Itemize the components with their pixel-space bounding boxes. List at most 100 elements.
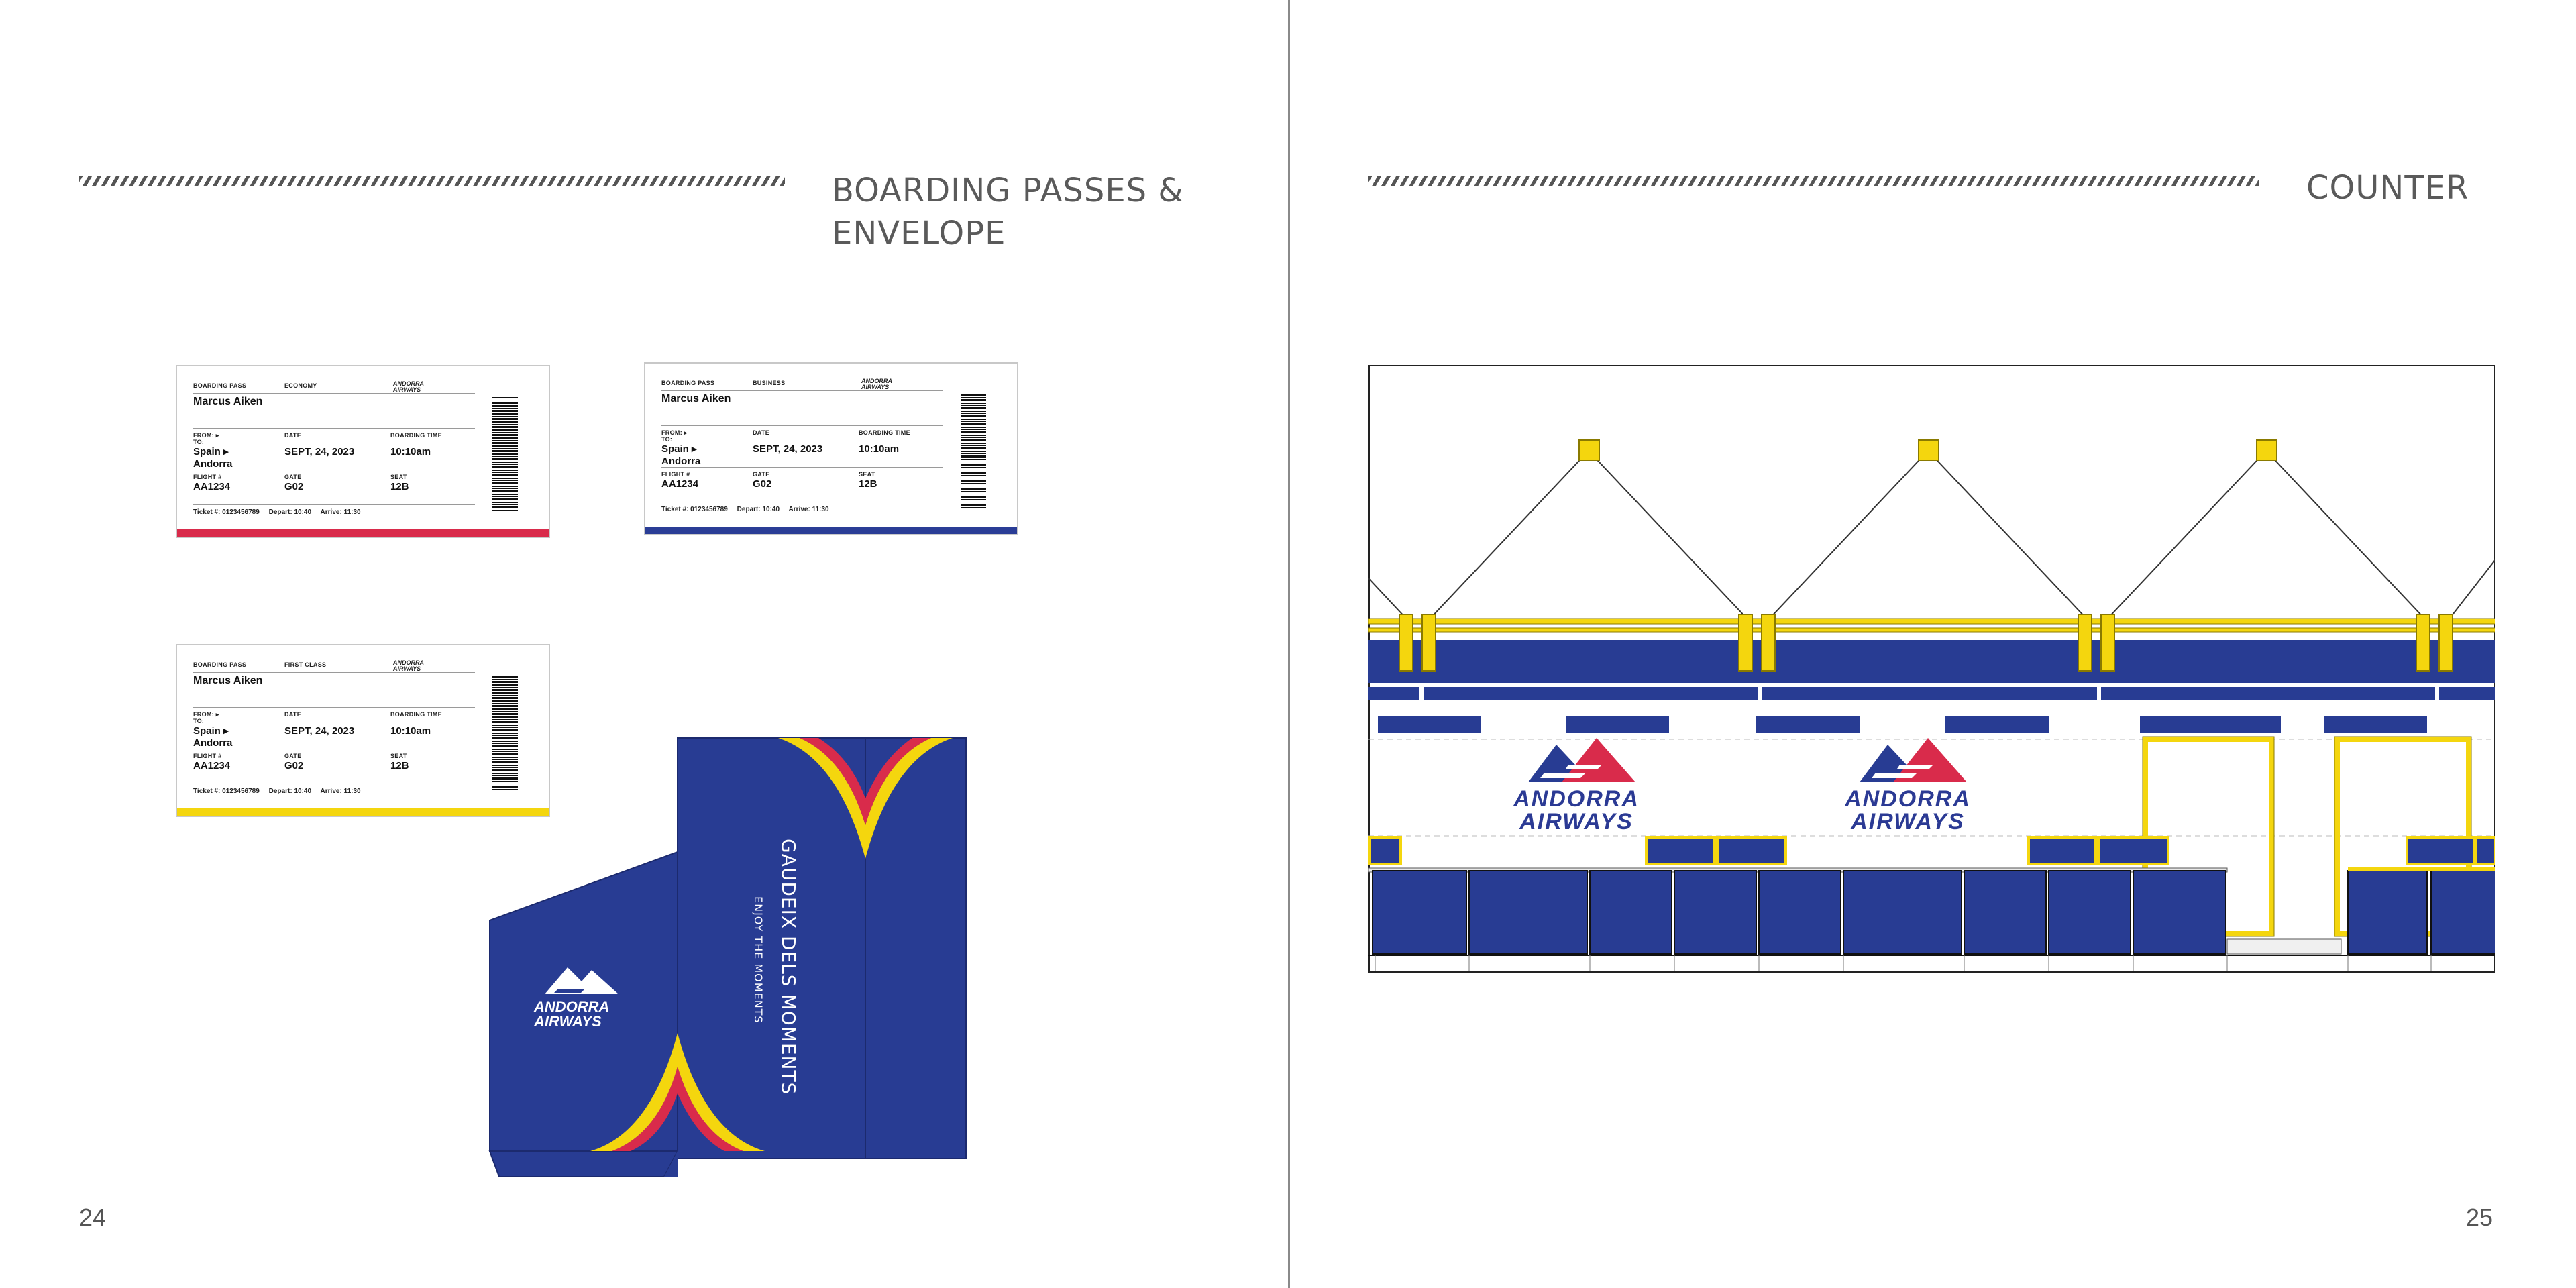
pass-brand-line-1: ANDORRA: [861, 378, 892, 384]
pass-divider-line: [193, 707, 475, 708]
pass-boarding-time: 10:10am: [390, 446, 431, 458]
pass-flight-label: FLIGHT #: [193, 753, 222, 759]
pass-footer: Ticket #: 0123456789 Depart: 10:40 Arriv…: [193, 788, 361, 795]
pass-passenger-name: Marcus Aiken: [193, 675, 263, 686]
pass-label: BOARDING PASS: [193, 661, 247, 668]
pass-from-label: FROM: ▸: [193, 711, 219, 718]
sign-bars: [1378, 716, 2427, 733]
pass-flight-label: FLIGHT #: [661, 471, 690, 478]
pass-brand-line-2: AIRWAYS: [861, 384, 890, 390]
title-line-2: ENVELOPE: [832, 215, 1006, 252]
pass-flight: AA1234: [193, 481, 231, 492]
counter-logo-2-line-1: ANDORRA: [1845, 786, 1971, 812]
pass-class: BUSINESS: [753, 380, 786, 386]
pass-boarding-time-label: BOARDING TIME: [390, 432, 442, 439]
pass-color-stripe: [177, 529, 549, 537]
pass-boarding-time-label: BOARDING TIME: [390, 711, 442, 718]
decorative-hatch-bar-right: [1368, 176, 2259, 186]
pass-color-stripe: [645, 527, 1017, 534]
section-title-boarding-passes: BOARDING PASSES & ENVELOPE: [832, 169, 1184, 255]
pass-brand-line-1: ANDORRA: [393, 380, 424, 387]
ticket-envelope: [488, 737, 967, 1177]
pass-date: SEPT, 24, 2023: [753, 443, 823, 455]
suspension-wires: [1368, 450, 2496, 621]
pass-date-label: DATE: [753, 429, 770, 436]
counter-cabinets: [1372, 870, 2496, 955]
pass-route-line-1: Spain ▸: [193, 725, 229, 737]
pass-seat: 12B: [859, 478, 877, 490]
pass-from-label: FROM: ▸: [661, 429, 688, 436]
counter-logo-mark-2: [1860, 738, 1967, 782]
pass-date: SEPT, 24, 2023: [284, 446, 355, 458]
pass-gate: G02: [284, 760, 304, 771]
page-divider: [1288, 0, 1290, 1288]
pass-route-line-1: Spain ▸: [661, 443, 697, 455]
pass-from-label: FROM: ▸: [193, 432, 219, 439]
pass-seat-label: SEAT: [390, 474, 407, 480]
counter-logo-text-2: ANDORRA AIRWAYS: [1827, 788, 1988, 833]
pass-passenger-name: Marcus Aiken: [193, 396, 263, 407]
pass-date: SEPT, 24, 2023: [284, 725, 355, 737]
pass-class: FIRST CLASS: [284, 661, 327, 668]
pass-date-label: DATE: [284, 432, 302, 439]
pass-passenger-name: Marcus Aiken: [661, 393, 731, 405]
envelope-subslogan: ENJOY THE MOMENTS: [752, 896, 765, 1024]
barcode-icon: [492, 676, 518, 792]
top-rail: [1368, 618, 2496, 625]
counter-logo-mark-1: [1528, 738, 1635, 782]
pass-seat-label: SEAT: [859, 471, 875, 478]
top-rail-2: [1368, 627, 2496, 633]
title-line-1: BOARDING PASSES &: [832, 172, 1184, 209]
envelope-top-star-accent: [778, 738, 953, 859]
envelope-front: [677, 737, 866, 1159]
pass-boarding-time: 10:10am: [390, 725, 431, 737]
pass-divider-line: [661, 425, 943, 426]
pass-seat-label: SEAT: [390, 753, 407, 759]
pass-route-line-2: Andorra: [193, 458, 233, 470]
decorative-hatch-bar-left: [79, 176, 785, 186]
pass-flight: AA1234: [661, 478, 699, 490]
pass-divider-line: [193, 428, 475, 429]
envelope-corner-tab: [664, 1151, 678, 1177]
overhead-beam: [1368, 640, 2496, 683]
pass-footer: Ticket #: 0123456789 Depart: 10:40 Arriv…: [661, 506, 829, 513]
pass-boarding-time-label: BOARDING TIME: [859, 429, 910, 436]
counter-logo-1-line-1: ANDORRA: [1513, 786, 1640, 812]
pass-label: BOARDING PASS: [193, 382, 247, 389]
pass-to-label: TO:: [193, 718, 205, 724]
envelope-bottom-tab: [488, 1150, 679, 1177]
pass-gate-label: GATE: [284, 474, 302, 480]
envelope-logo-mark: [545, 967, 619, 994]
pass-divider-line: [193, 504, 475, 505]
pass-label: BOARDING PASS: [661, 380, 715, 386]
ceiling-hangers: [1578, 439, 2277, 461]
pass-footer: Ticket #: 0123456789 Depart: 10:40 Arriv…: [193, 508, 361, 516]
pass-gate: G02: [284, 481, 304, 492]
pass-boarding-time: 10:10am: [859, 443, 900, 455]
pass-gate: G02: [753, 478, 772, 490]
pass-route-line-2: Andorra: [193, 737, 233, 749]
counter-logo-2-line-2: AIRWAYS: [1851, 809, 1965, 835]
pass-flight: AA1234: [193, 760, 231, 771]
pass-route-line-2: Andorra: [661, 455, 701, 467]
pass-divider-line: [661, 390, 943, 391]
beam-clamps: [1399, 614, 2453, 672]
pass-route-line-1: Spain ▸: [193, 446, 229, 458]
pass-divider-line: [661, 467, 943, 468]
pass-brand-line-1: ANDORRA: [393, 659, 424, 666]
pass-color-stripe: [177, 808, 549, 816]
pass-date-label: DATE: [284, 711, 302, 718]
counter-logo-1-line-2: AIRWAYS: [1519, 809, 1633, 835]
envelope-bottom-star-accent: [590, 1033, 765, 1151]
envelope-logo-line-1: ANDORRA: [534, 998, 610, 1015]
envelope-logo-text: ANDORRA AIRWAYS: [534, 998, 610, 1030]
pass-flight-label: FLIGHT #: [193, 474, 222, 480]
pass-seat: 12B: [390, 481, 409, 492]
envelope-logo-line-2: AIRWAYS: [534, 1013, 602, 1030]
